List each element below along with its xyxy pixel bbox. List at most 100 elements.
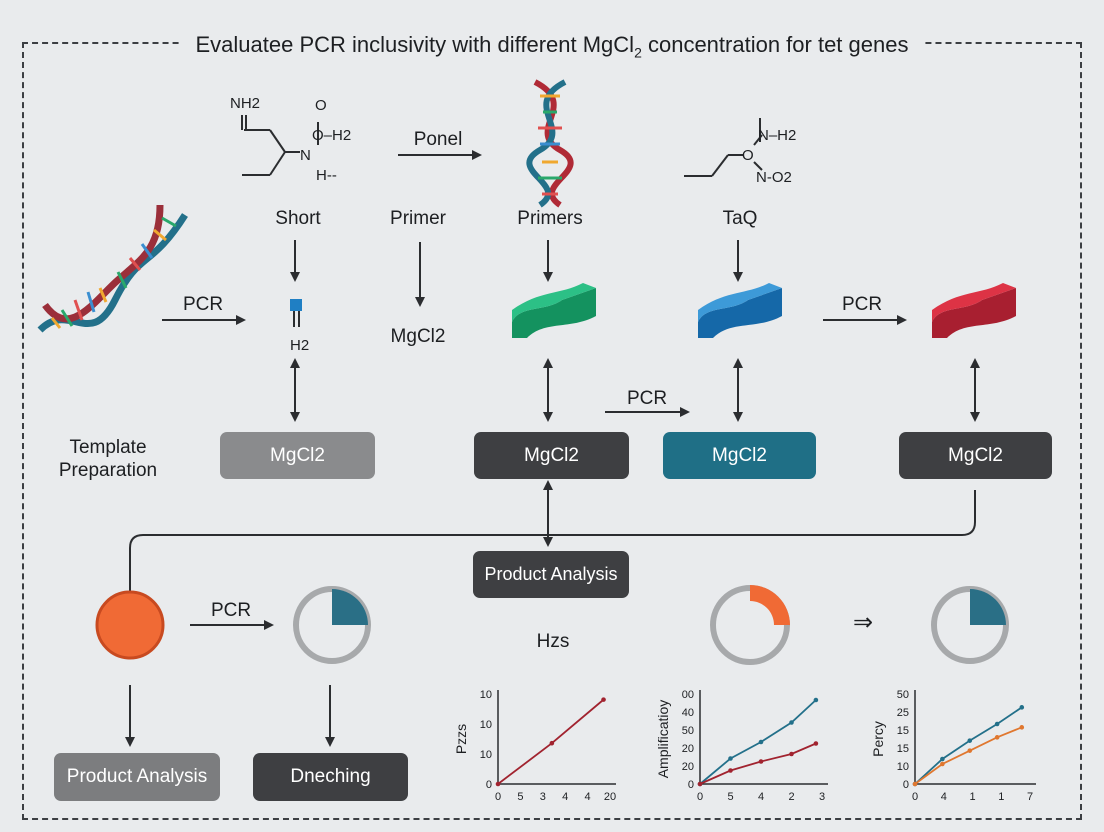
red-product-shape-icon [932,283,1016,338]
chart-x-tick: 5 [517,791,523,803]
nh2-label: NH2 [230,95,260,112]
h2-small-label: H2 [290,337,309,354]
n-label: N [300,147,311,164]
chart-y-tick: 10 [897,761,909,773]
chart-y-tick: 0 [688,779,694,791]
mgcl2-text-label: MgCl2 [390,326,446,347]
chart-y-tick: 00 [682,689,694,701]
chart-x-tick: 0 [912,791,918,803]
line-chart-3: Percy 0 4 1 1 7 0 10 15 15 25 50 [870,689,1036,803]
product-analysis-box-center: Product Analysis [473,551,629,598]
chart-data-point [1019,725,1025,730]
chart-data-point [1019,705,1025,710]
chart-y-tick: 15 [897,743,909,755]
chart-y-tick: 10 [480,719,492,731]
chart-x-tick: 20 [604,791,616,803]
page-title: Evaluatee PCR inclusivity with different… [0,32,1104,65]
line-chart-2: Amplificatioy 0 5 4 2 3 0 20 20 50 40 00 [655,689,828,803]
chart-y-tick: 15 [897,725,909,737]
mgcl2-box-3: MgCl2 [663,432,816,479]
h-dash-label: H-- [316,167,337,184]
chart-data-point [728,756,733,761]
chart-x-tick: 4 [941,791,947,803]
dna-helix-vertical-icon [526,79,574,208]
chart-data-point [495,781,501,787]
chart-data-point [789,720,794,725]
chart-x-tick: 4 [562,791,568,803]
chart-data-point [994,721,1000,727]
chart-ylabel: Percy [870,721,886,757]
chart-x-tick: 2 [788,791,794,803]
o-h2-label: O–H2 [312,127,351,144]
pcr-label-middle: PCR [626,388,668,409]
chart-x-tick: 1 [998,791,1004,803]
chart-ylabel: Amplificatioy [655,700,671,779]
chart-y-tick: 0 [486,779,492,791]
molecule-2-icon [684,118,763,177]
chart-data-point [967,738,973,743]
double-arrow-icon: ⇒ [852,609,874,636]
ring-progress-icon-orange [710,585,790,665]
pcr-label-right: PCR [841,294,883,315]
primers-label: Primers [517,208,583,229]
chart-series-line [699,699,817,785]
chart-data-point [912,781,918,787]
chart-data-point [967,748,973,753]
primer-label: Primer [390,208,446,229]
n-h2-label: N–H2 [758,127,796,144]
template-preparation-label: Template Preparation [58,437,158,481]
o2-label: O [742,147,754,164]
chart-y-tick: 10 [480,749,492,761]
blue-product-shape-icon [698,283,782,338]
chart-x-tick: 3 [540,791,546,803]
chart-data-point [758,759,764,764]
dna-helix-large-icon [37,204,188,333]
n-o2-label: N-O2 [756,169,792,186]
chart-y-tick: 50 [897,689,909,701]
chart-y-tick: 0 [903,779,909,791]
green-product-shape-icon [512,283,596,338]
molecule-1-icon [241,115,319,176]
chart-data-point [813,741,819,746]
chart-data-point [601,697,606,702]
hzs-label: Hzs [536,631,570,652]
short-product-icon [290,299,302,327]
chart-data-point [789,751,794,757]
o-label: O [315,97,327,114]
chart-x-tick: 4 [758,791,764,803]
chart-x-tick: 7 [1027,791,1033,803]
chart-y-tick: 50 [682,725,694,737]
mgcl2-box-4: MgCl2 [899,432,1052,479]
mgcl2-box-2: MgCl2 [474,432,629,479]
chart-ylabel: Pzzs [453,724,469,754]
chart-data-point [758,739,764,745]
ponel-label: Ponel [413,129,463,150]
chart-data-point [994,735,1000,740]
chart-x-tick: 4 [585,791,591,803]
chart-series-line [699,742,817,785]
dneching-box: Dneching [253,753,408,801]
pcr-label-left: PCR [182,294,224,315]
taq-label: TaQ [722,208,758,229]
chart-data-point [813,697,819,703]
product-analysis-box-left: Product Analysis [54,753,220,801]
chart-y-tick: 20 [682,743,694,755]
chart-y-tick: 20 [682,761,694,773]
chart-y-tick: 25 [897,707,909,719]
chart-axes [699,690,828,785]
chart-data-point [697,781,703,787]
chart-x-tick: 1 [969,791,975,803]
chart-x-tick: 3 [819,791,825,803]
chart-x-tick: 0 [495,791,501,803]
chart-x-tick: 5 [727,791,733,803]
pcr-label-bottom: PCR [210,600,252,621]
chart-y-tick: 40 [682,707,694,719]
orange-circle-icon [95,590,165,660]
chart-x-tick: 0 [697,791,703,803]
pie-progress-icon-1 [293,586,371,664]
chart-data-point [940,756,945,762]
short-label: Short [275,208,321,229]
